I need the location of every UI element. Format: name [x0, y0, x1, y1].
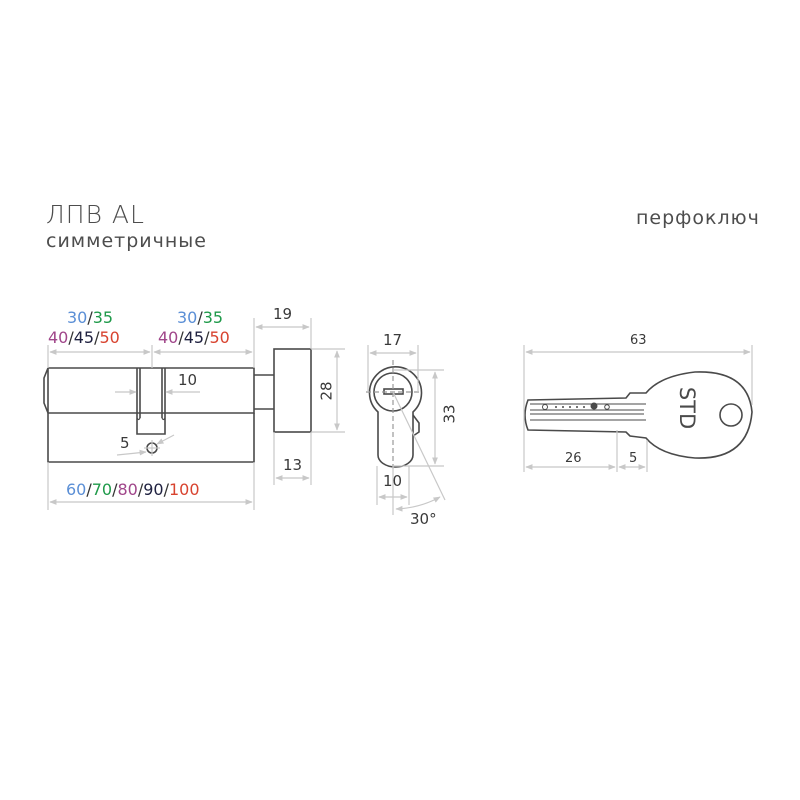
key-length-label: 63: [630, 333, 647, 348]
profile-width-label: 17: [383, 331, 403, 349]
product-title: ЛПВ AL: [46, 200, 145, 229]
profile-bottom-width-label: 10: [383, 472, 403, 490]
key-type-label: перфоключ: [636, 207, 760, 229]
profile-height-label: 33: [440, 404, 459, 424]
knob-depth-label: 19: [273, 305, 293, 323]
knob-width-label: 13: [283, 456, 303, 474]
key-outline: [524, 371, 753, 459]
key-shoulder-label: 5: [629, 451, 638, 466]
cam-width-label: 10: [178, 371, 198, 389]
cylinder-profile: [368, 365, 423, 468]
right-length-top-label: 30/35: [177, 308, 224, 327]
knob-height-label: 28: [317, 381, 336, 401]
left-length-bottom-label: 40/45/50: [48, 328, 120, 347]
screw-hole-label: 5: [120, 434, 130, 452]
key-blade-length-label: 26: [565, 451, 582, 466]
right-length-bottom-label: 40/45/50: [158, 328, 230, 347]
left-length-top-label: 30/35: [67, 308, 114, 327]
key-brand-text: STD: [675, 387, 699, 429]
product-subtitle: симметричные: [46, 230, 207, 252]
cam-angle-label: 30°: [410, 510, 437, 528]
total-length-label: 60/70/80/90/100: [66, 480, 200, 499]
cylinder-body: [43, 367, 255, 463]
knob: [254, 348, 312, 433]
